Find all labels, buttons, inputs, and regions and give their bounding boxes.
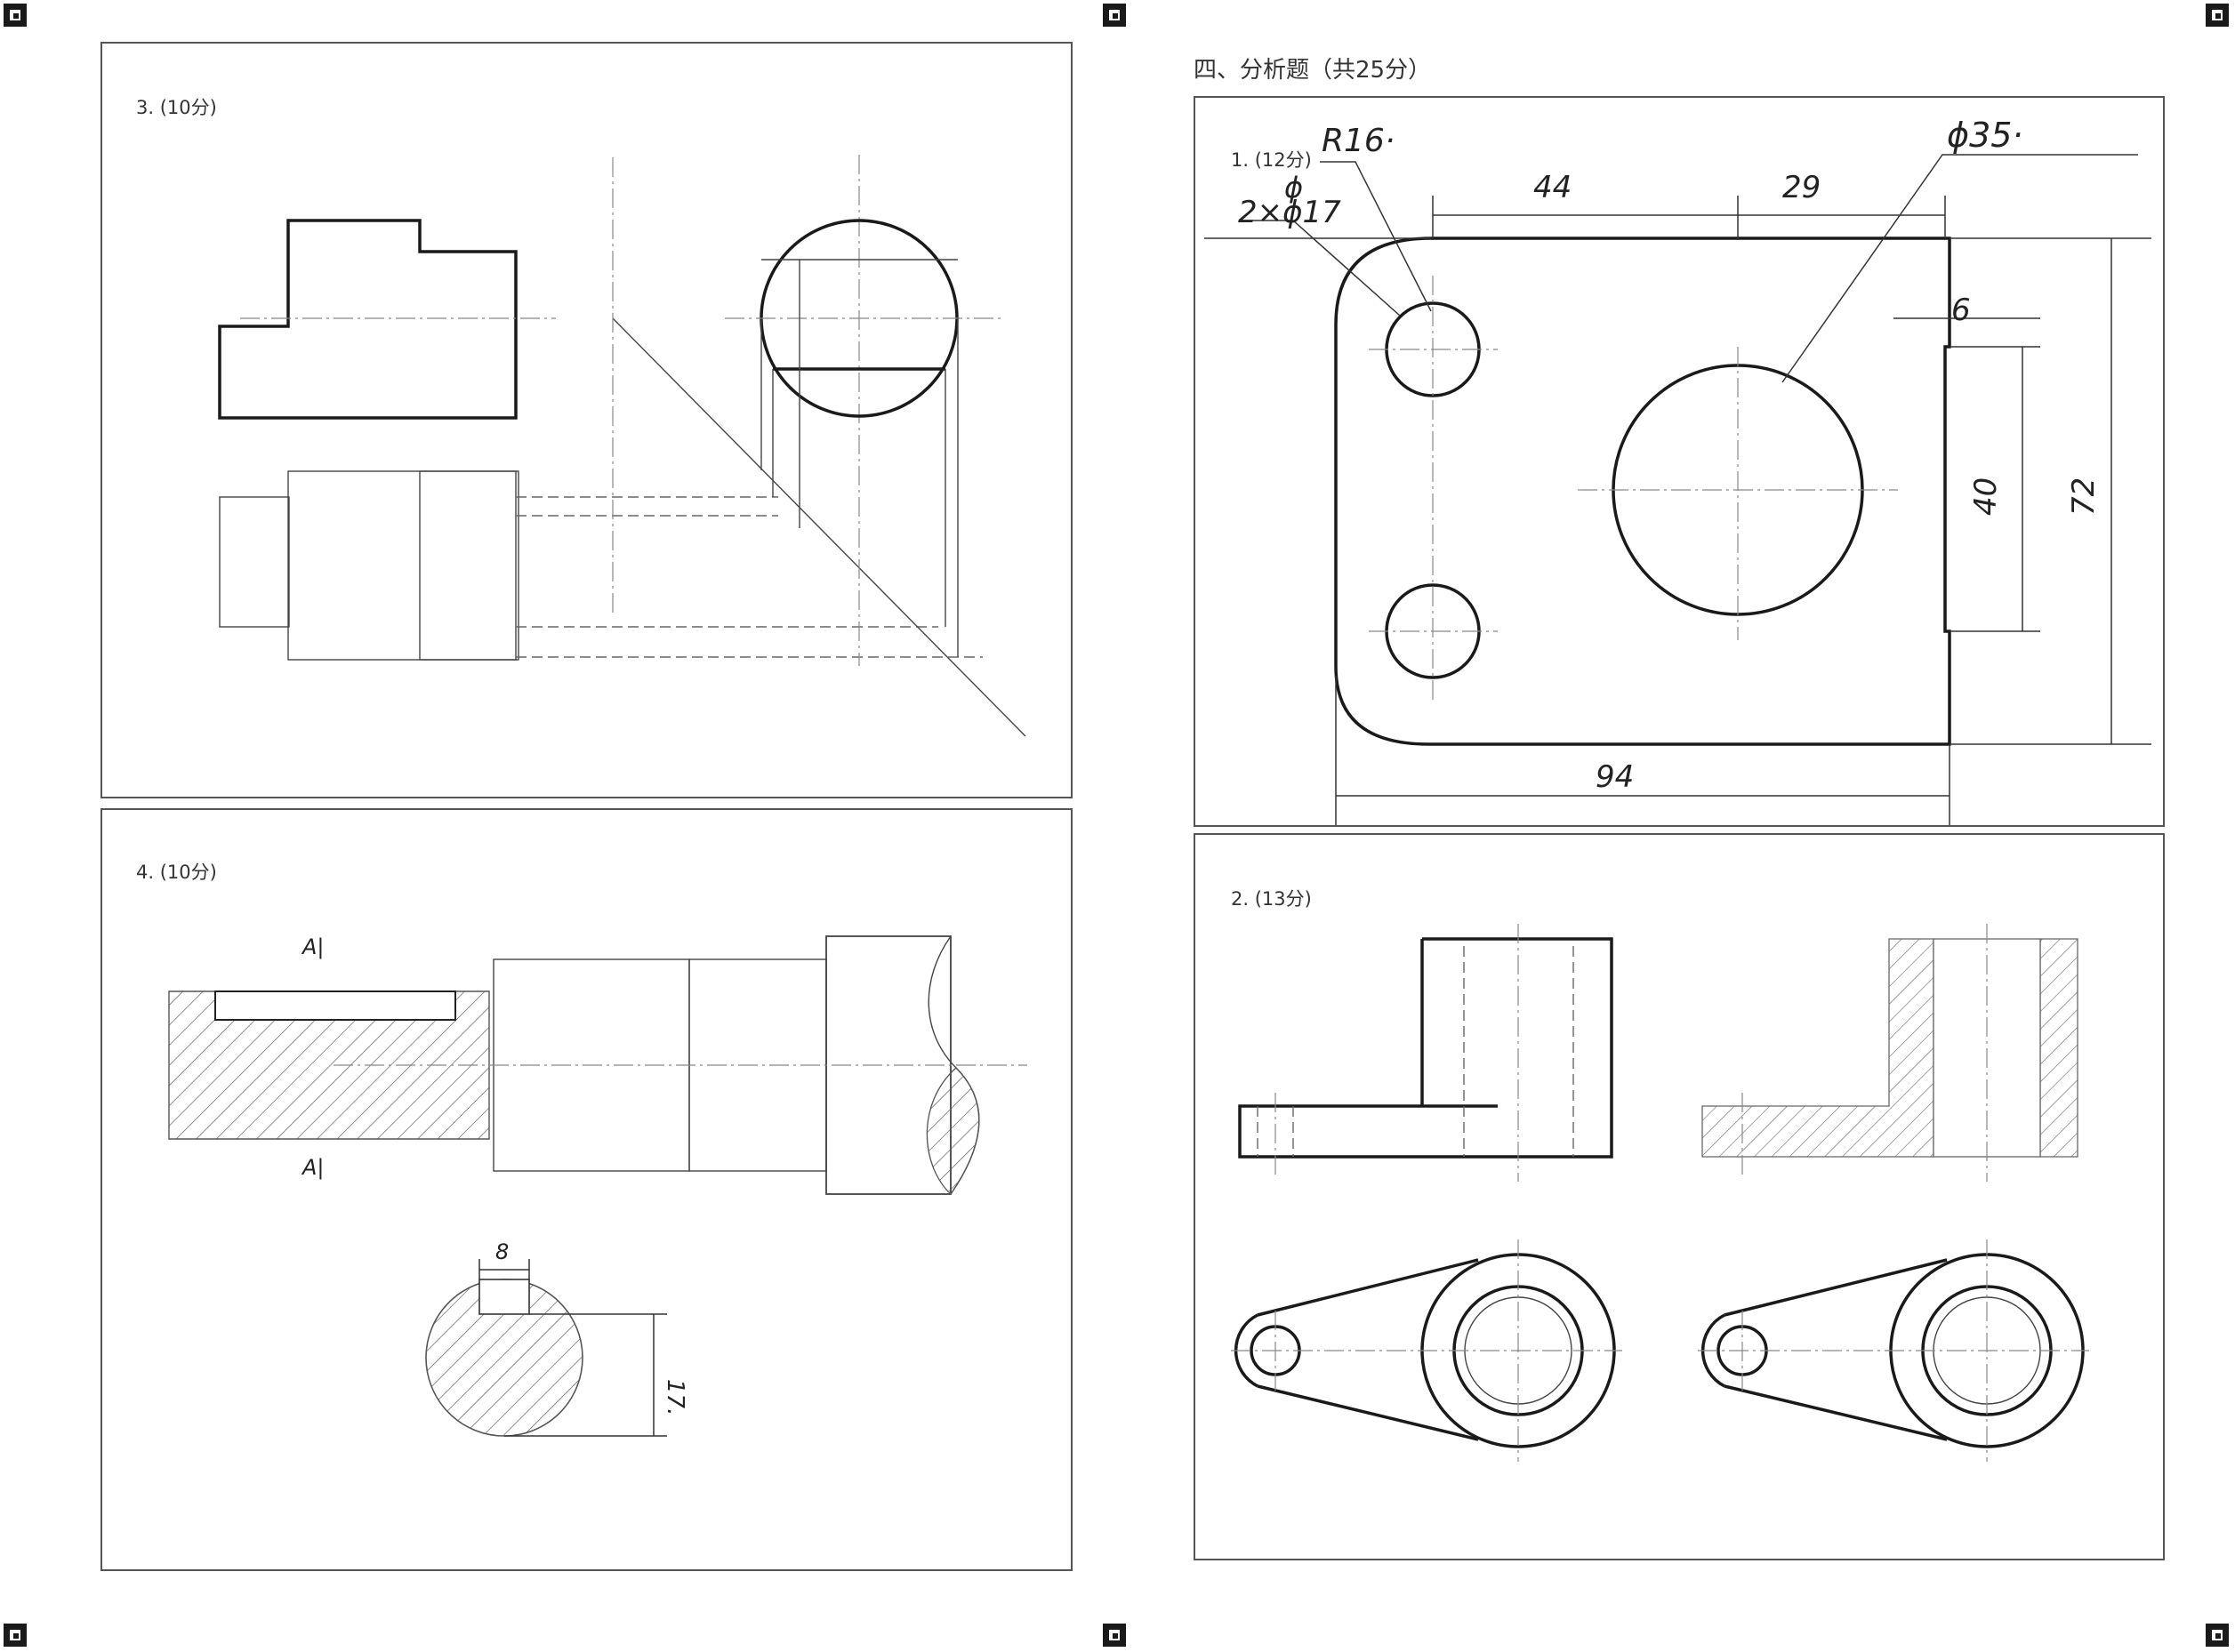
q1-plate-outline: [1334, 237, 1951, 746]
q3-stepped-outline: [218, 219, 518, 420]
corner-marker-bottom-right: [2206, 1624, 2229, 1647]
analysis-question-2-panel: 2. (13分): [1194, 833, 2165, 1560]
q1-dim-44: 44: [1533, 170, 1572, 205]
analysis-question-2-drawing: [1231, 924, 2089, 1462]
question-3-drawing: [218, 155, 1026, 737]
q1-dim-phi35: ϕ35·: [1947, 116, 2023, 155]
analysis-question-1-label: 1. (12分): [1231, 149, 1312, 171]
question-3-panel: 3. (10分): [100, 42, 1073, 798]
corner-marker-top-center: [1103, 4, 1126, 27]
q3-mitre-line: [612, 317, 1026, 737]
question-4-label: 4. (10分): [136, 862, 217, 883]
corner-marker-bottom-left: [4, 1624, 27, 1647]
q2-top-view-left-arm: [1257, 1258, 1479, 1441]
q1-dim-holes: 2×ϕ17: [1238, 195, 1341, 230]
q4-section-mark-top: A|: [301, 934, 325, 959]
corner-marker-top-left: [4, 4, 27, 27]
q2-front-view-left: [1238, 937, 1613, 1159]
q1-dim-94: 94: [1596, 759, 1634, 795]
q1-dim-r16: R16·: [1322, 123, 1395, 159]
question-4-drawing: A| A| 8 17.: [168, 934, 1027, 1437]
q4-break-hatch: [926, 1067, 980, 1195]
analysis-question-1-drawing: 44 29 6 40 72 94 R16· ϕ 2×ϕ17 ϕ35·: [1204, 116, 2151, 825]
q1-holes-leader: [1242, 220, 1401, 317]
corner-marker-bottom-center: [1103, 1624, 1126, 1647]
q4-dim-17-text: 17.: [662, 1379, 688, 1415]
q1-r16-leader: [1320, 161, 1432, 312]
q4-keyway-slot: [214, 990, 456, 1021]
q2-top-view-right-arm: [1724, 1258, 1948, 1441]
q1-big-hole-leader: [1781, 154, 2138, 383]
q1-dim-phi-symbol: ϕ: [1284, 171, 1303, 204]
q4-section-mark-bottom: A|: [301, 1155, 325, 1180]
q2-section-hatch-right: [2039, 938, 2078, 1158]
q3-top-view-slot: [419, 470, 517, 661]
q1-dim-72: 72: [2066, 477, 2102, 516]
q1-dim-40: 40: [1968, 477, 2004, 516]
q4-dim-8-text: 8: [495, 1239, 509, 1264]
q3-top-view-main: [287, 470, 519, 661]
question-3-label: 3. (10分): [136, 97, 217, 118]
analysis-question-1-panel: 1. (12分) 44 29 6 40 72: [1194, 96, 2165, 827]
q1-dim-6: 6: [1951, 293, 1971, 328]
q2-section-hatch-left: [1701, 938, 1934, 1158]
analysis-question-2-label: 2. (13分): [1231, 888, 1312, 910]
q3-top-view-small-block: [219, 496, 290, 628]
corner-marker-top-right: [2206, 4, 2229, 27]
section-title-analysis: 四、分析题（共25分）: [1194, 57, 1432, 84]
question-4-panel: 4. (10分) A| A| 8 17.: [100, 808, 1073, 1571]
q1-dim-29: 29: [1782, 170, 1821, 205]
q4-cross-section-key: [478, 1279, 530, 1315]
